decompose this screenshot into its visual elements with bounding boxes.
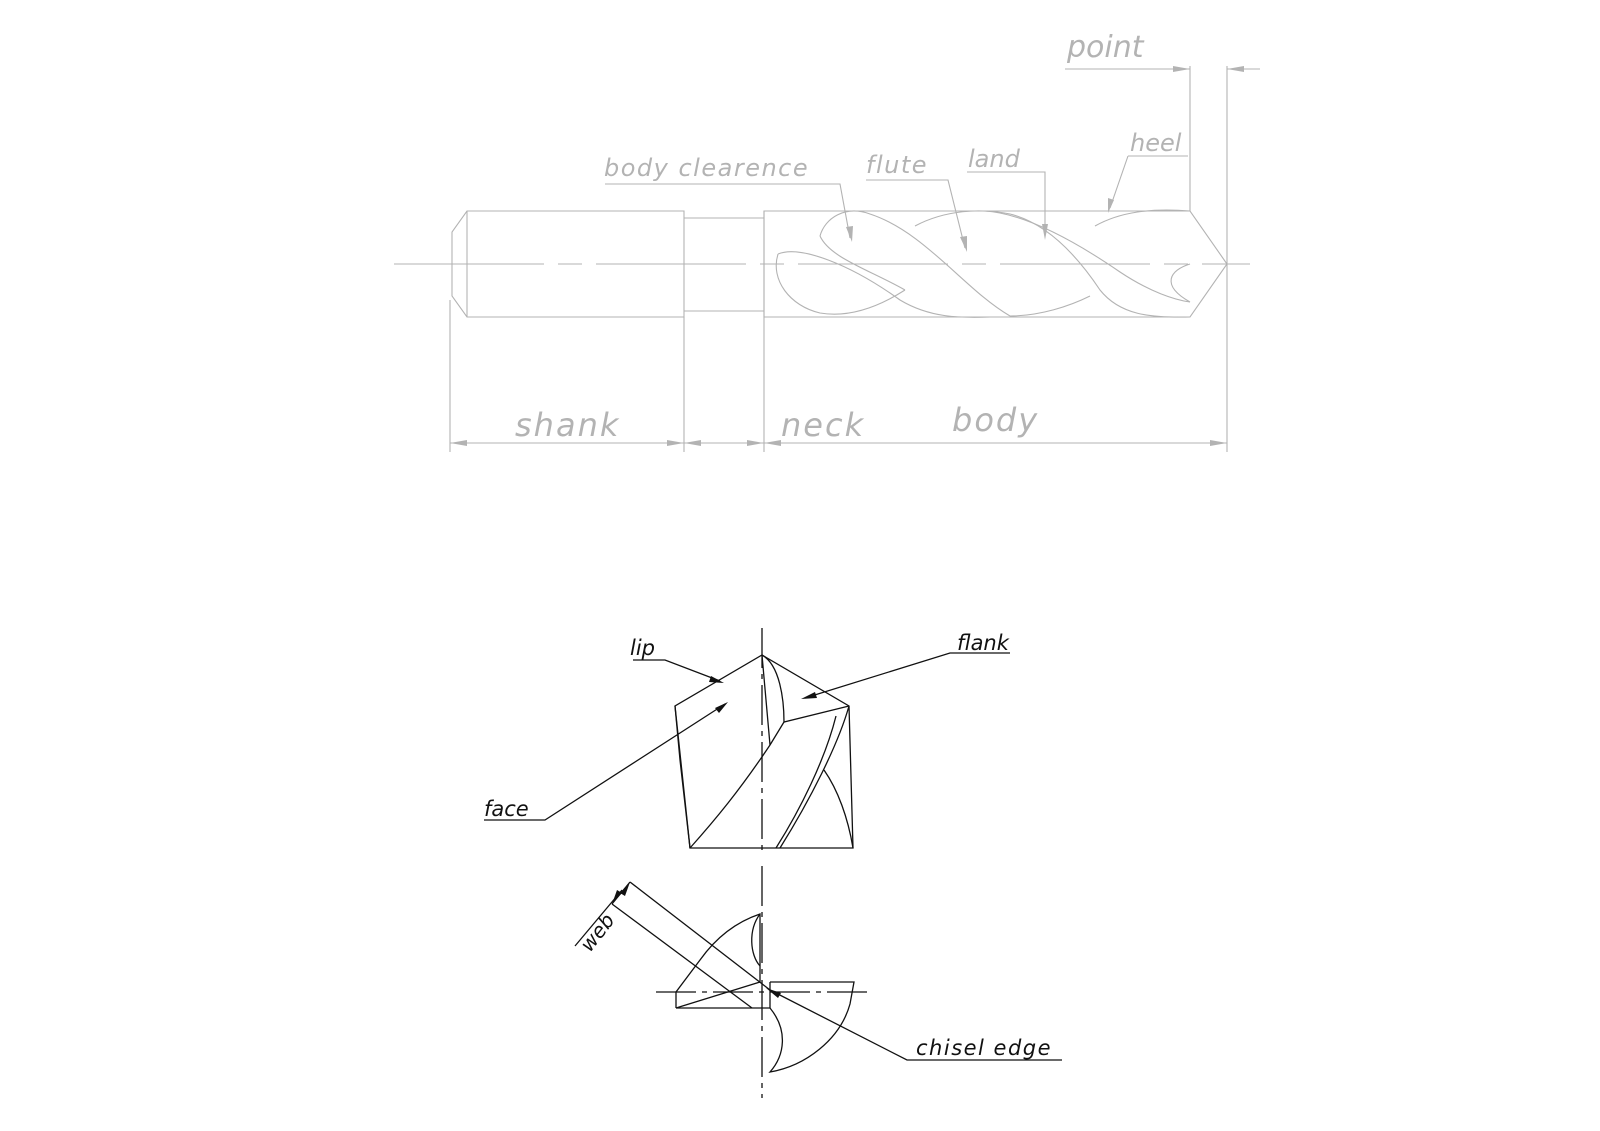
- flank-label: flank: [957, 631, 1010, 655]
- drill-point-view: lip flank face: [484, 628, 1010, 852]
- drill-end-view: web chisel edge: [574, 866, 1062, 1098]
- chisel-edge-label: chisel edge: [916, 1036, 1052, 1060]
- shank-label: shank: [515, 406, 620, 444]
- length-dimension-line: [450, 440, 1227, 446]
- flute-label: flute: [866, 151, 928, 179]
- neck-label: neck: [781, 406, 865, 444]
- web-label: web: [575, 909, 619, 956]
- body-label: body: [952, 401, 1039, 439]
- upper-leaders: [605, 155, 1188, 252]
- flute-curves: [775, 209, 1191, 318]
- heel-label: heel: [1130, 129, 1182, 157]
- extension-lines: [449, 66, 1228, 452]
- neck-outline: [684, 217, 764, 312]
- point-dimension: [1065, 66, 1260, 72]
- drill-side-view: point heel body clearence flute land sha…: [394, 30, 1260, 452]
- face-label: face: [484, 797, 529, 821]
- lip-label: lip: [630, 636, 655, 660]
- land-label: land: [968, 145, 1021, 173]
- point-label: point: [1066, 30, 1145, 65]
- body-clearence-label: body clearence: [604, 154, 809, 182]
